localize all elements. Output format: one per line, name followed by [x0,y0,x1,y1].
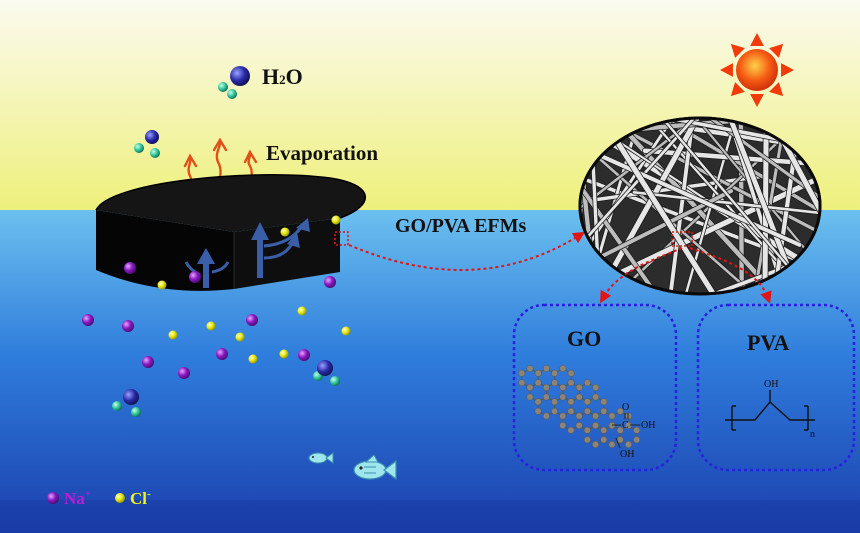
na-ion [298,349,310,361]
water-floor [0,500,860,533]
sun-icon [720,33,794,107]
evaporation-label: Evaporation [266,141,378,165]
na-ion [189,271,201,283]
pva-repeat-unit [725,390,815,431]
na-ion [82,314,94,326]
arrow-to-go [600,247,683,304]
na-ion [124,262,136,274]
legend-cl-label: Cl- [130,488,151,508]
arrow-to-pva [689,247,772,304]
na-ion [246,314,258,326]
go-label: GO [567,326,601,351]
pva-structure-panel: PVA OH n [696,303,856,472]
cooh-o-label: O [622,402,629,413]
na-ion [216,348,228,360]
cl-ion [235,332,245,342]
water-molecule-top [218,66,250,99]
cl-ion [280,227,290,237]
h2o-label: H2O [262,64,303,89]
pva-oh-label: OH [764,379,778,390]
graphene-oxide-structure [518,365,641,448]
legend-na-label: Na+ [64,488,91,508]
water-molecule-underwater-2 [112,389,141,417]
ions-group [82,215,351,379]
cl-ion [297,306,307,316]
cl-ion [157,280,167,290]
membrane-label: GO/PVA EFMs [395,215,527,237]
go-oh-label: OH [620,449,634,460]
legend-cl-marker [115,493,125,503]
pva-n-label: n [810,429,815,440]
fish-large-icon [353,454,397,481]
evaporator-disk [95,174,367,291]
na-ion [122,320,134,332]
cl-ion [279,349,289,359]
go-structure-panel: GO O C OH OH [512,303,678,472]
zoom-connector-arrow [348,231,586,271]
legend-na-marker [47,492,59,504]
cl-ion [248,354,258,364]
water-molecule-middle [134,130,160,158]
fish-small-icon [308,452,334,464]
cooh-oh-label: OH [641,420,655,431]
na-ion [142,356,154,368]
cooh-c-label: C [622,420,629,431]
cl-ion [331,215,341,225]
pva-label: PVA [747,330,789,355]
na-ion [324,276,336,288]
sem-zoom-marker [671,231,693,247]
na-ion [178,367,190,379]
ion-legend: Na+ Cl- [47,488,151,508]
cl-ion [341,326,351,336]
zoom-region-marker [334,231,349,246]
cl-ion [168,330,178,340]
cl-ion [206,321,216,331]
water-molecule-underwater-1 [313,360,340,386]
